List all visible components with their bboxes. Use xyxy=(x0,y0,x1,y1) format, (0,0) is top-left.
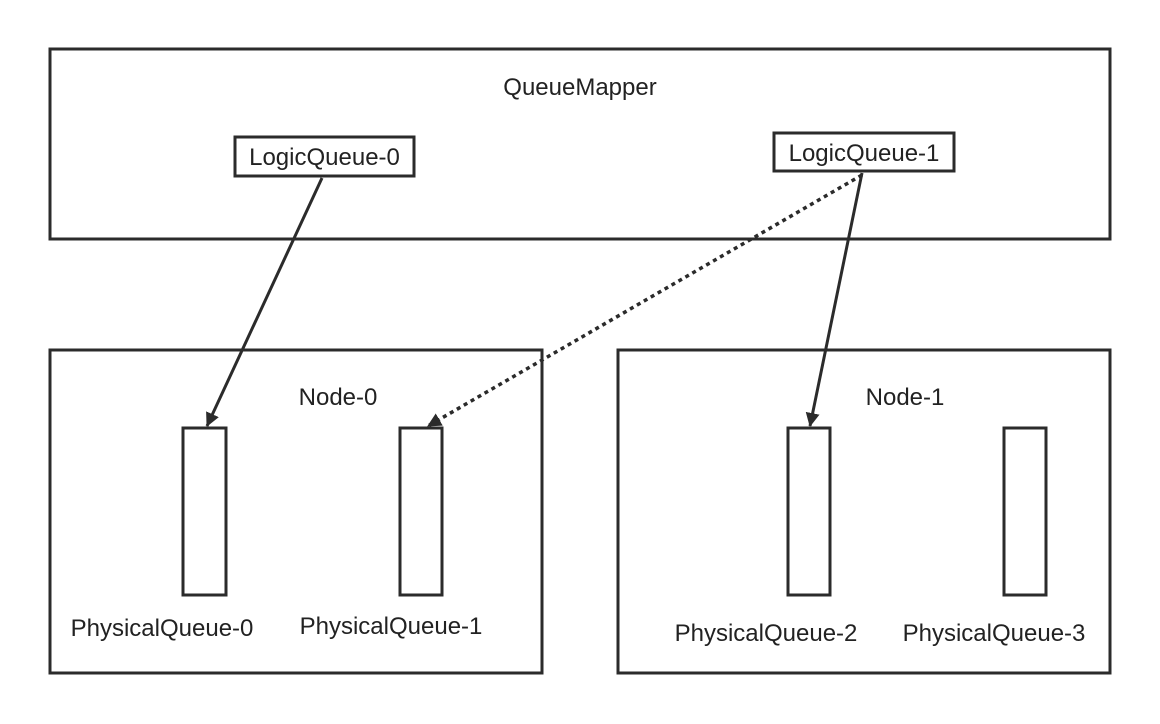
logic-queue-1-label: LogicQueue-1 xyxy=(789,140,940,167)
mapping-arrow-lq1-pq1 xyxy=(427,173,863,428)
physical-queue-0-label: PhysicalQueue-0 xyxy=(71,615,254,642)
node-0-box: Node-0 xyxy=(48,348,544,675)
node-0-title: Node-0 xyxy=(299,384,378,411)
queue-mapper-title: QueueMapper xyxy=(503,74,656,101)
physical-queue-1-label: PhysicalQueue-1 xyxy=(300,613,483,640)
physical-queue-3: PhysicalQueue-3 xyxy=(903,426,1086,647)
physical-queue-2: PhysicalQueue-2 xyxy=(675,426,858,647)
physical-queue-2-label: PhysicalQueue-2 xyxy=(675,620,858,647)
logic-queue-0: LogicQueue-0 xyxy=(233,135,416,178)
logic-queue-1: LogicQueue-1 xyxy=(772,131,956,173)
node-1-title: Node-1 xyxy=(866,384,945,411)
mapping-arrow-lq0-pq0 xyxy=(205,177,324,427)
queue-mapper-box: QueueMapper xyxy=(48,47,1112,241)
physical-queue-1: PhysicalQueue-1 xyxy=(300,426,483,640)
node-1-box: Node-1 xyxy=(616,348,1112,675)
logic-queue-0-label: LogicQueue-0 xyxy=(249,144,400,171)
mapping-arrow-lq1-pq2 xyxy=(805,172,864,427)
physical-queue-3-label: PhysicalQueue-3 xyxy=(903,620,1086,647)
physical-queue-0: PhysicalQueue-0 xyxy=(71,426,254,642)
